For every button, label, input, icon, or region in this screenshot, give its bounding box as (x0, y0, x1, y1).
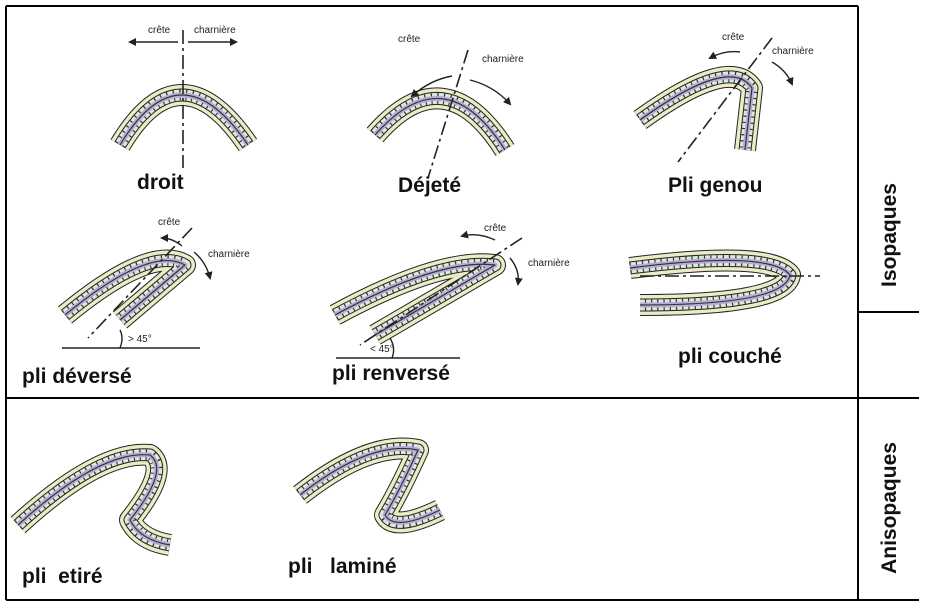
label-pli-renverse: pli renversé (332, 362, 450, 385)
arrow-right-dejete (470, 80, 510, 104)
arrow-right-genou (772, 62, 792, 84)
fold-renverse: crête charnière < 45° (335, 223, 570, 358)
arrow-left-genou (710, 52, 740, 58)
fold-etire (18, 455, 170, 545)
label-pli-lamine: pli laminé (288, 555, 397, 578)
fold-deverse: crête charnière > 45° (62, 217, 250, 348)
label-crete-renverse: crête (484, 223, 507, 234)
row-label-isopaques: Isopaques (878, 183, 901, 287)
label-pli-genou: Pli genou (668, 174, 763, 197)
label-crete-dejete: crête (398, 34, 421, 45)
fold-couche (630, 260, 820, 305)
label-crete-deverse: crête (158, 217, 181, 228)
label-lt45: < 45° (370, 344, 394, 355)
fold-dejete: crête charnière (375, 34, 524, 178)
fold-droit: crête charnière (120, 25, 248, 168)
fold-genou: crête charnière (640, 32, 814, 162)
label-droit: droit (137, 171, 184, 194)
fold-lamine (300, 448, 440, 522)
label-pli-deverse: pli déversé (22, 365, 132, 388)
label-charniere-droit: charnière (194, 25, 236, 36)
row-label-anisopaques: Anisopaques (878, 442, 901, 574)
label-charniere-renverse: charnière (528, 258, 570, 269)
arrow-right-renverse (510, 258, 518, 284)
label-charniere-dejete: charnière (482, 54, 524, 65)
angle-arc-deverse (120, 330, 122, 348)
label-pli-etire: pli etiré (22, 565, 103, 588)
label-charniere-deverse: charnière (208, 249, 250, 260)
arrow-left-renverse (462, 235, 495, 240)
label-crete-droit: crête (148, 25, 171, 36)
label-dejete: Déjeté (398, 174, 461, 197)
label-gt45: > 45° (128, 334, 152, 345)
label-pli-couche: pli couché (678, 345, 782, 368)
label-charniere-genou: charnière (772, 46, 814, 57)
label-crete-genou: crête (722, 32, 745, 43)
